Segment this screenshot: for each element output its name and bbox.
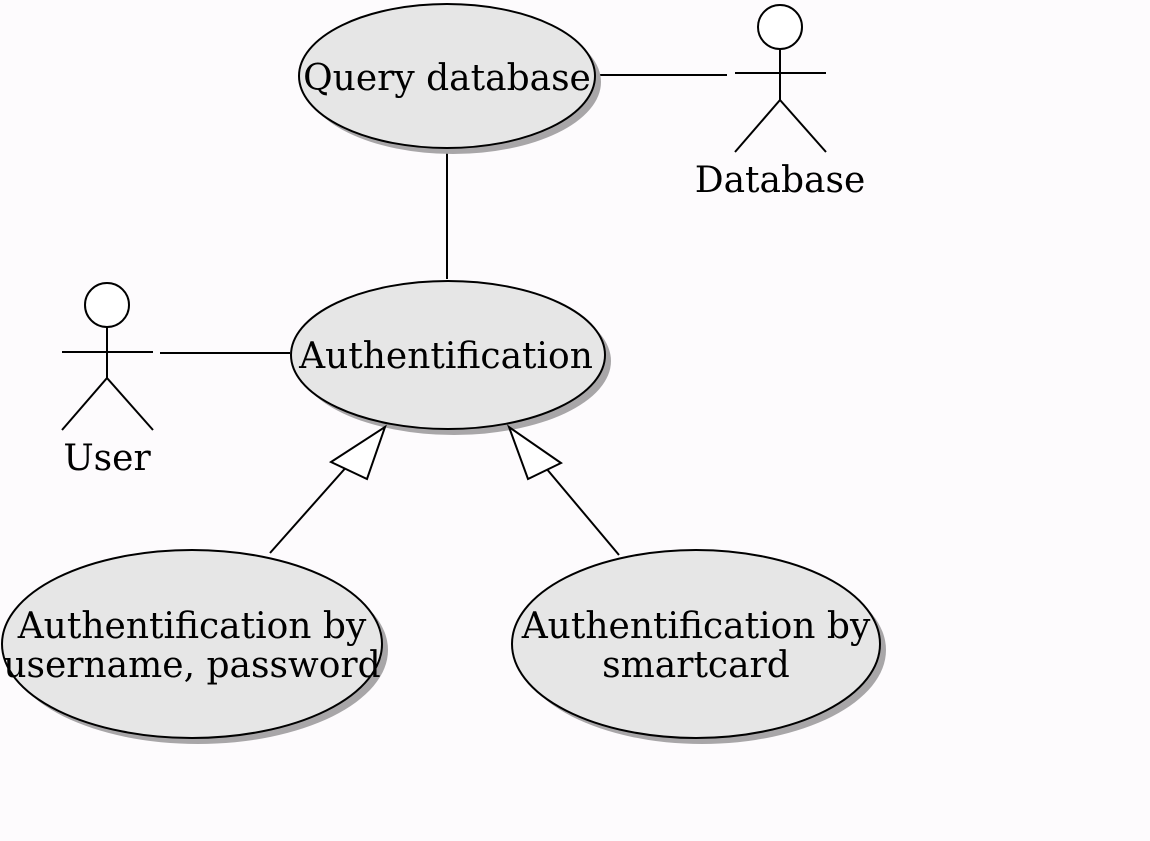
use-case-ellipse xyxy=(1,549,383,739)
actor-head xyxy=(757,4,803,50)
actor-left-leg xyxy=(61,377,108,431)
generalization-line-password xyxy=(269,454,358,554)
use-case-query-database[interactable]: Query database xyxy=(298,3,601,154)
actor-right-leg xyxy=(779,99,827,153)
actor-user[interactable]: User xyxy=(61,282,154,479)
actor-database[interactable]: Database xyxy=(695,4,866,201)
actor-right-leg xyxy=(106,377,154,431)
use-case-auth-by-password[interactable]: Authentification by username, password xyxy=(1,549,388,744)
actor-left-leg xyxy=(734,99,781,153)
use-case-authentification[interactable]: Authentification xyxy=(290,280,611,435)
use-case-ellipse xyxy=(298,3,596,149)
use-case-label-line-2: username, password xyxy=(3,645,380,686)
generalization-arrowhead-smartcard xyxy=(506,424,563,481)
actor-label: User xyxy=(63,438,151,479)
use-case-auth-by-smartcard[interactable]: Authentification by smartcard xyxy=(511,549,886,744)
actor-head xyxy=(84,282,130,328)
use-case-ellipse xyxy=(511,549,881,739)
use-case-label-line-2: smartcard xyxy=(602,645,790,686)
actor-label: Database xyxy=(695,160,866,201)
use-case-label-line-1: Authentification by xyxy=(17,606,367,647)
generalization-line-smartcard xyxy=(534,454,620,556)
use-case-label-line-1: Authentification by xyxy=(521,606,871,647)
generalization-arrowhead-password xyxy=(328,424,387,481)
use-case-label: Query database xyxy=(303,58,591,99)
use-case-ellipse xyxy=(290,280,606,430)
use-case-label: Authentification xyxy=(298,336,593,377)
